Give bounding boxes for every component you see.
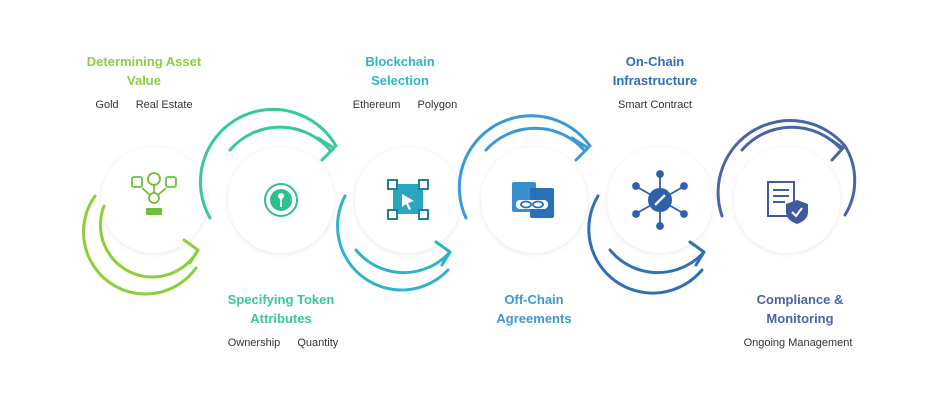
- step-6-arc: [716, 119, 857, 218]
- step-6-title: Compliance & Monitoring: [700, 290, 900, 328]
- token-coin-icon: [264, 183, 298, 217]
- step-4-title-line1: Off-Chain: [504, 292, 564, 307]
- step-5-title-line1: On-Chain: [625, 54, 685, 69]
- step-2-item-quantity: Quantity: [297, 337, 339, 349]
- step-3-item-polygon: Polygon: [417, 99, 458, 111]
- step-1-title: Determining Asset Value: [44, 52, 244, 90]
- compliance-shield-icon: [767, 181, 808, 224]
- step-6-items: Ongoing Management: [688, 336, 908, 350]
- step-4-arc: [457, 114, 592, 220]
- step-3-items: Ethereum Polygon: [295, 98, 515, 112]
- step-1-title-line2: Value: [127, 73, 161, 88]
- step-3-title: Blockchain Selection: [300, 52, 500, 90]
- step-5-item-smart-contract: Smart Contract: [618, 99, 692, 111]
- step-4-title-line2: Agreements: [496, 311, 572, 326]
- step-2-title-line2: Attributes: [250, 311, 312, 326]
- step-1-item-real-estate: Real Estate: [135, 99, 193, 111]
- step-1-title-line1: Determining Asset: [86, 54, 202, 69]
- step-3-arc: [336, 194, 452, 292]
- step-1-item-gold: Gold: [95, 99, 119, 111]
- step-5-title-line2: Infrastructure: [612, 73, 698, 88]
- step-5-arc: [587, 194, 706, 295]
- step-3-title-line2: Selection: [371, 73, 429, 88]
- step-1-items: Gold Real Estate: [34, 98, 254, 112]
- step-2-items: Ownership Quantity: [173, 336, 393, 350]
- step-2-title-line1: Specifying Token: [227, 292, 335, 307]
- network-chain-icon: [632, 170, 688, 230]
- step-3-title-line1: Blockchain: [365, 54, 435, 69]
- step-4-title: Off-Chain Agreements: [434, 290, 634, 328]
- step-3-item-ethereum: Ethereum: [352, 99, 401, 111]
- blockchain-select-icon: [387, 179, 429, 220]
- step-1-arc: [81, 194, 200, 296]
- asset-value-icon: [131, 172, 177, 215]
- step-2-item-ownership: Ownership: [227, 337, 281, 349]
- step-6-title-line2: Monitoring: [766, 311, 834, 326]
- step-6-title-line1: Compliance &: [756, 292, 844, 307]
- step-6-item-ongoing-management: Ongoing Management: [743, 337, 853, 349]
- step-2-title: Specifying Token Attributes: [181, 290, 381, 328]
- step-5-items: Smart Contract: [545, 98, 765, 112]
- step-2-arc: [199, 107, 338, 220]
- chain-documents-icon: [512, 182, 554, 218]
- step-1-circle: [101, 147, 207, 253]
- step-5-title: On-Chain Infrastructure: [555, 52, 755, 90]
